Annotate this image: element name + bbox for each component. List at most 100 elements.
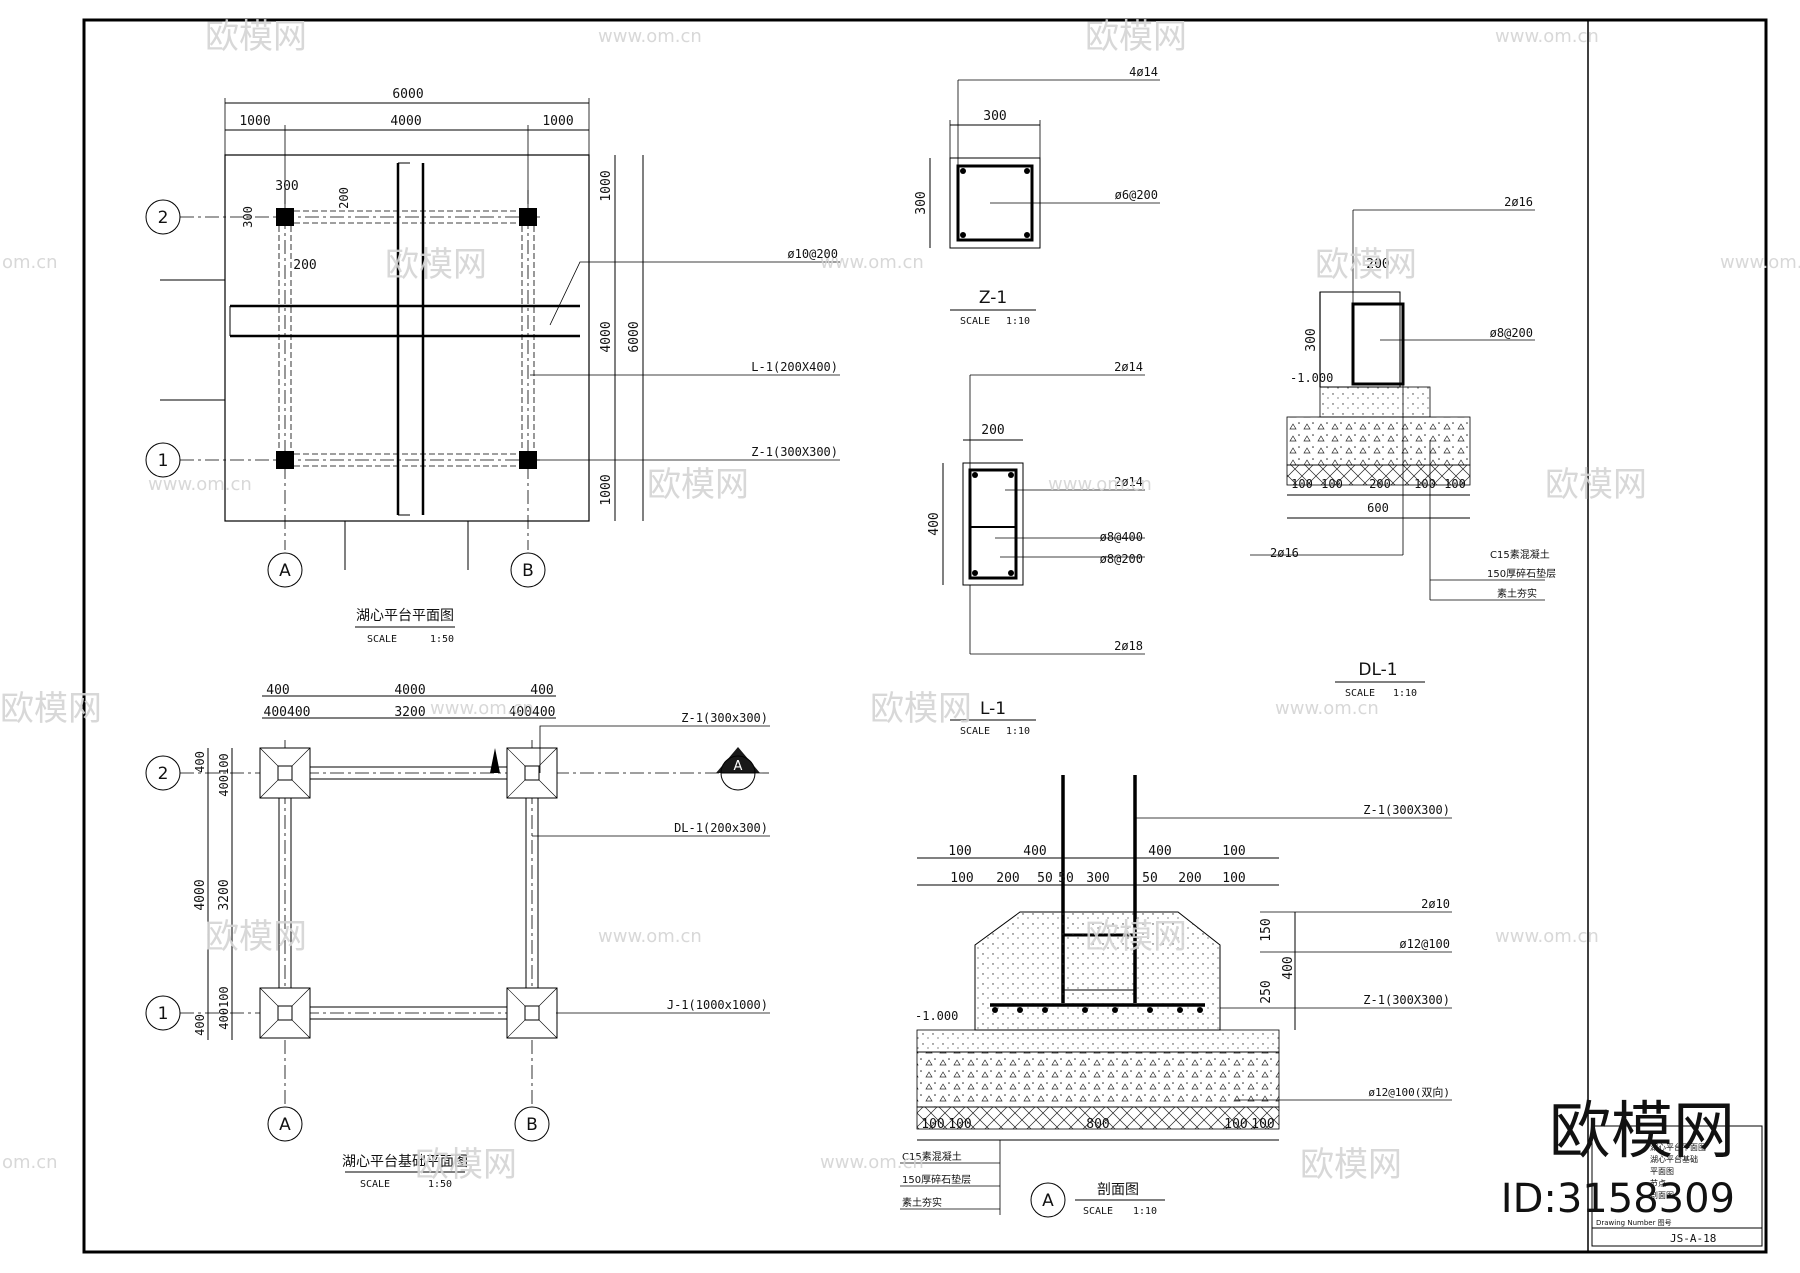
svg-text:400400: 400400	[509, 705, 556, 720]
drawing-number: JS-A-18	[1670, 1232, 1716, 1245]
svg-text:100: 100	[1414, 477, 1436, 491]
svg-text:2ø14: 2ø14	[1114, 360, 1143, 374]
svg-text:欧模网: 欧模网	[1085, 917, 1187, 957]
footing	[506, 747, 558, 799]
svg-text:200: 200	[996, 871, 1019, 886]
svg-text:ø8@200: ø8@200	[1100, 552, 1143, 566]
svg-text:3200: 3200	[394, 705, 425, 720]
svg-text:www.om.cn: www.om.cn	[598, 926, 702, 947]
svg-text:200: 200	[1178, 871, 1201, 886]
svg-text:150厚碎石垫层: 150厚碎石垫层	[902, 1173, 971, 1186]
svg-text:100: 100	[1444, 477, 1466, 491]
svg-text:SCALE: SCALE	[960, 726, 990, 737]
footing-section: 100 400 400 100 100 200 50 50 300 50 200…	[900, 775, 1452, 1218]
svg-text:www.om.cn: www.om.cn	[820, 1152, 924, 1173]
svg-text:湖心平台平面图: 湖心平台平面图	[1650, 1142, 1706, 1152]
svg-text:欧模网: 欧模网	[205, 17, 307, 57]
svg-text:欧模网: 欧模网	[870, 689, 972, 729]
watermark-layer: 欧模网 www.om.cn 欧模网 www.om.cn om.cn 欧模网 ww…	[0, 17, 1800, 1185]
svg-text:400100: 400100	[217, 753, 231, 796]
svg-text:1:10: 1:10	[1133, 1206, 1157, 1217]
svg-text:100: 100	[1222, 871, 1245, 886]
svg-text:50: 50	[1142, 871, 1158, 886]
svg-text:SCALE: SCALE	[367, 634, 397, 645]
svg-text:SCALE: SCALE	[1345, 688, 1375, 699]
dim-r-total: 6000	[627, 321, 642, 352]
plan-title: 湖心平台平面图	[356, 608, 454, 624]
svg-text:平面图: 平面图	[1650, 1167, 1674, 1176]
svg-text:湖心平台基础: 湖心平台基础	[1650, 1154, 1698, 1164]
svg-text:100: 100	[950, 871, 973, 886]
svg-text:www.om.cn: www.om.cn	[1048, 474, 1152, 495]
dim-right: 1000	[542, 114, 573, 129]
svg-text:www.om.cn: www.om.cn	[1275, 698, 1379, 719]
svg-text:200: 200	[1369, 477, 1391, 491]
plan-outline	[224, 154, 590, 522]
svg-text:100: 100	[921, 1117, 944, 1132]
svg-text:www.om.cn: www.om.cn	[1495, 26, 1599, 47]
svg-text:1:50: 1:50	[428, 1179, 452, 1190]
svg-text:400100: 400100	[217, 986, 231, 1029]
dl1-section: 200 300 -1.000 2ø16 ø8@200 2ø16 100 100 …	[1250, 195, 1556, 699]
svg-text:欧模网: 欧模网	[205, 917, 307, 957]
svg-text:50: 50	[1037, 871, 1053, 886]
dim-col: 300	[275, 179, 298, 194]
svg-text:100: 100	[1291, 477, 1313, 491]
svg-text:400: 400	[1148, 844, 1171, 859]
z1-section: 300 300 4ø14 ø6@200 Z-1 SCALE 1:10	[914, 65, 1160, 327]
svg-text:150: 150	[1259, 918, 1274, 941]
dim-r1: 1000	[599, 170, 614, 201]
svg-text:1:10: 1:10	[1393, 688, 1417, 699]
dim-total: 6000	[392, 87, 423, 102]
svg-text:-1.000: -1.000	[1290, 371, 1333, 385]
svg-text:2ø18: 2ø18	[1114, 639, 1143, 653]
svg-text:3200: 3200	[217, 879, 232, 910]
svg-text:欧模网: 欧模网	[1545, 465, 1647, 505]
svg-text:www.om.cn: www.om.cn	[1495, 926, 1599, 947]
svg-text:100: 100	[948, 844, 971, 859]
drawing-number-label: Drawing Number 图号	[1596, 1219, 1672, 1227]
footing	[259, 987, 311, 1039]
svg-text:A: A	[279, 561, 291, 581]
svg-text:Z-1(300x300): Z-1(300x300)	[681, 711, 768, 725]
svg-text:剖面图: 剖面图	[1650, 1190, 1674, 1200]
svg-text:2ø14: 2ø14	[1114, 475, 1143, 489]
svg-text:B: B	[526, 1115, 538, 1135]
svg-text:Z-1(300X300): Z-1(300X300)	[1363, 993, 1450, 1007]
section-title: 剖面图	[1097, 1182, 1139, 1198]
callout-beam: L-1(200X400)	[751, 360, 838, 374]
section-cut-arrow	[490, 748, 500, 773]
svg-text:300: 300	[1304, 328, 1319, 351]
title-block: 湖心平台平面图 湖心平台基础 平面图 节点 剖面图 Drawing Number…	[1596, 1142, 1716, 1245]
svg-text:www.om.cn: www.om.cn	[1720, 252, 1800, 273]
svg-text:欧模网: 欧模网	[1315, 245, 1417, 285]
dim-r2: 4000	[599, 321, 614, 352]
svg-text:400: 400	[193, 1014, 207, 1036]
svg-text:-1.000: -1.000	[915, 1009, 958, 1023]
svg-text:B: B	[522, 561, 534, 581]
brand-logo: 欧模网 ID:3158309	[1501, 1094, 1735, 1222]
svg-text:1: 1	[158, 1004, 169, 1024]
svg-text:1: 1	[158, 451, 169, 471]
column	[276, 451, 294, 469]
l1-title: L-1	[980, 699, 1006, 719]
svg-text:om.cn: om.cn	[2, 252, 58, 273]
footing	[506, 987, 558, 1039]
svg-text:ø12@100(双向): ø12@100(双向)	[1368, 1085, 1450, 1099]
svg-text:A: A	[279, 1115, 291, 1135]
svg-text:C15素混凝土: C15素混凝土	[1490, 548, 1550, 561]
dim-mid: 4000	[390, 114, 421, 129]
id-watermark: ID:3158309	[1501, 1176, 1735, 1222]
svg-text:SCALE: SCALE	[360, 1179, 390, 1190]
svg-text:ø12@100: ø12@100	[1399, 937, 1450, 951]
svg-text:400: 400	[193, 751, 207, 773]
svg-text:4000: 4000	[193, 879, 208, 910]
sheet-border	[82, 18, 1768, 1254]
foundation-plan: 400 4000 400 400400 3200 400400 400 4001…	[145, 683, 770, 1190]
axis-bubble-2	[145, 199, 181, 235]
svg-text:4ø14: 4ø14	[1129, 65, 1158, 79]
svg-text:400400: 400400	[264, 705, 311, 720]
svg-text:100: 100	[948, 1117, 971, 1132]
svg-text:www.om.cn: www.om.cn	[820, 252, 924, 273]
l1-section: 200 400 2ø14 2ø14 ø8@400 ø8@200 2ø18 L-1…	[927, 360, 1145, 737]
